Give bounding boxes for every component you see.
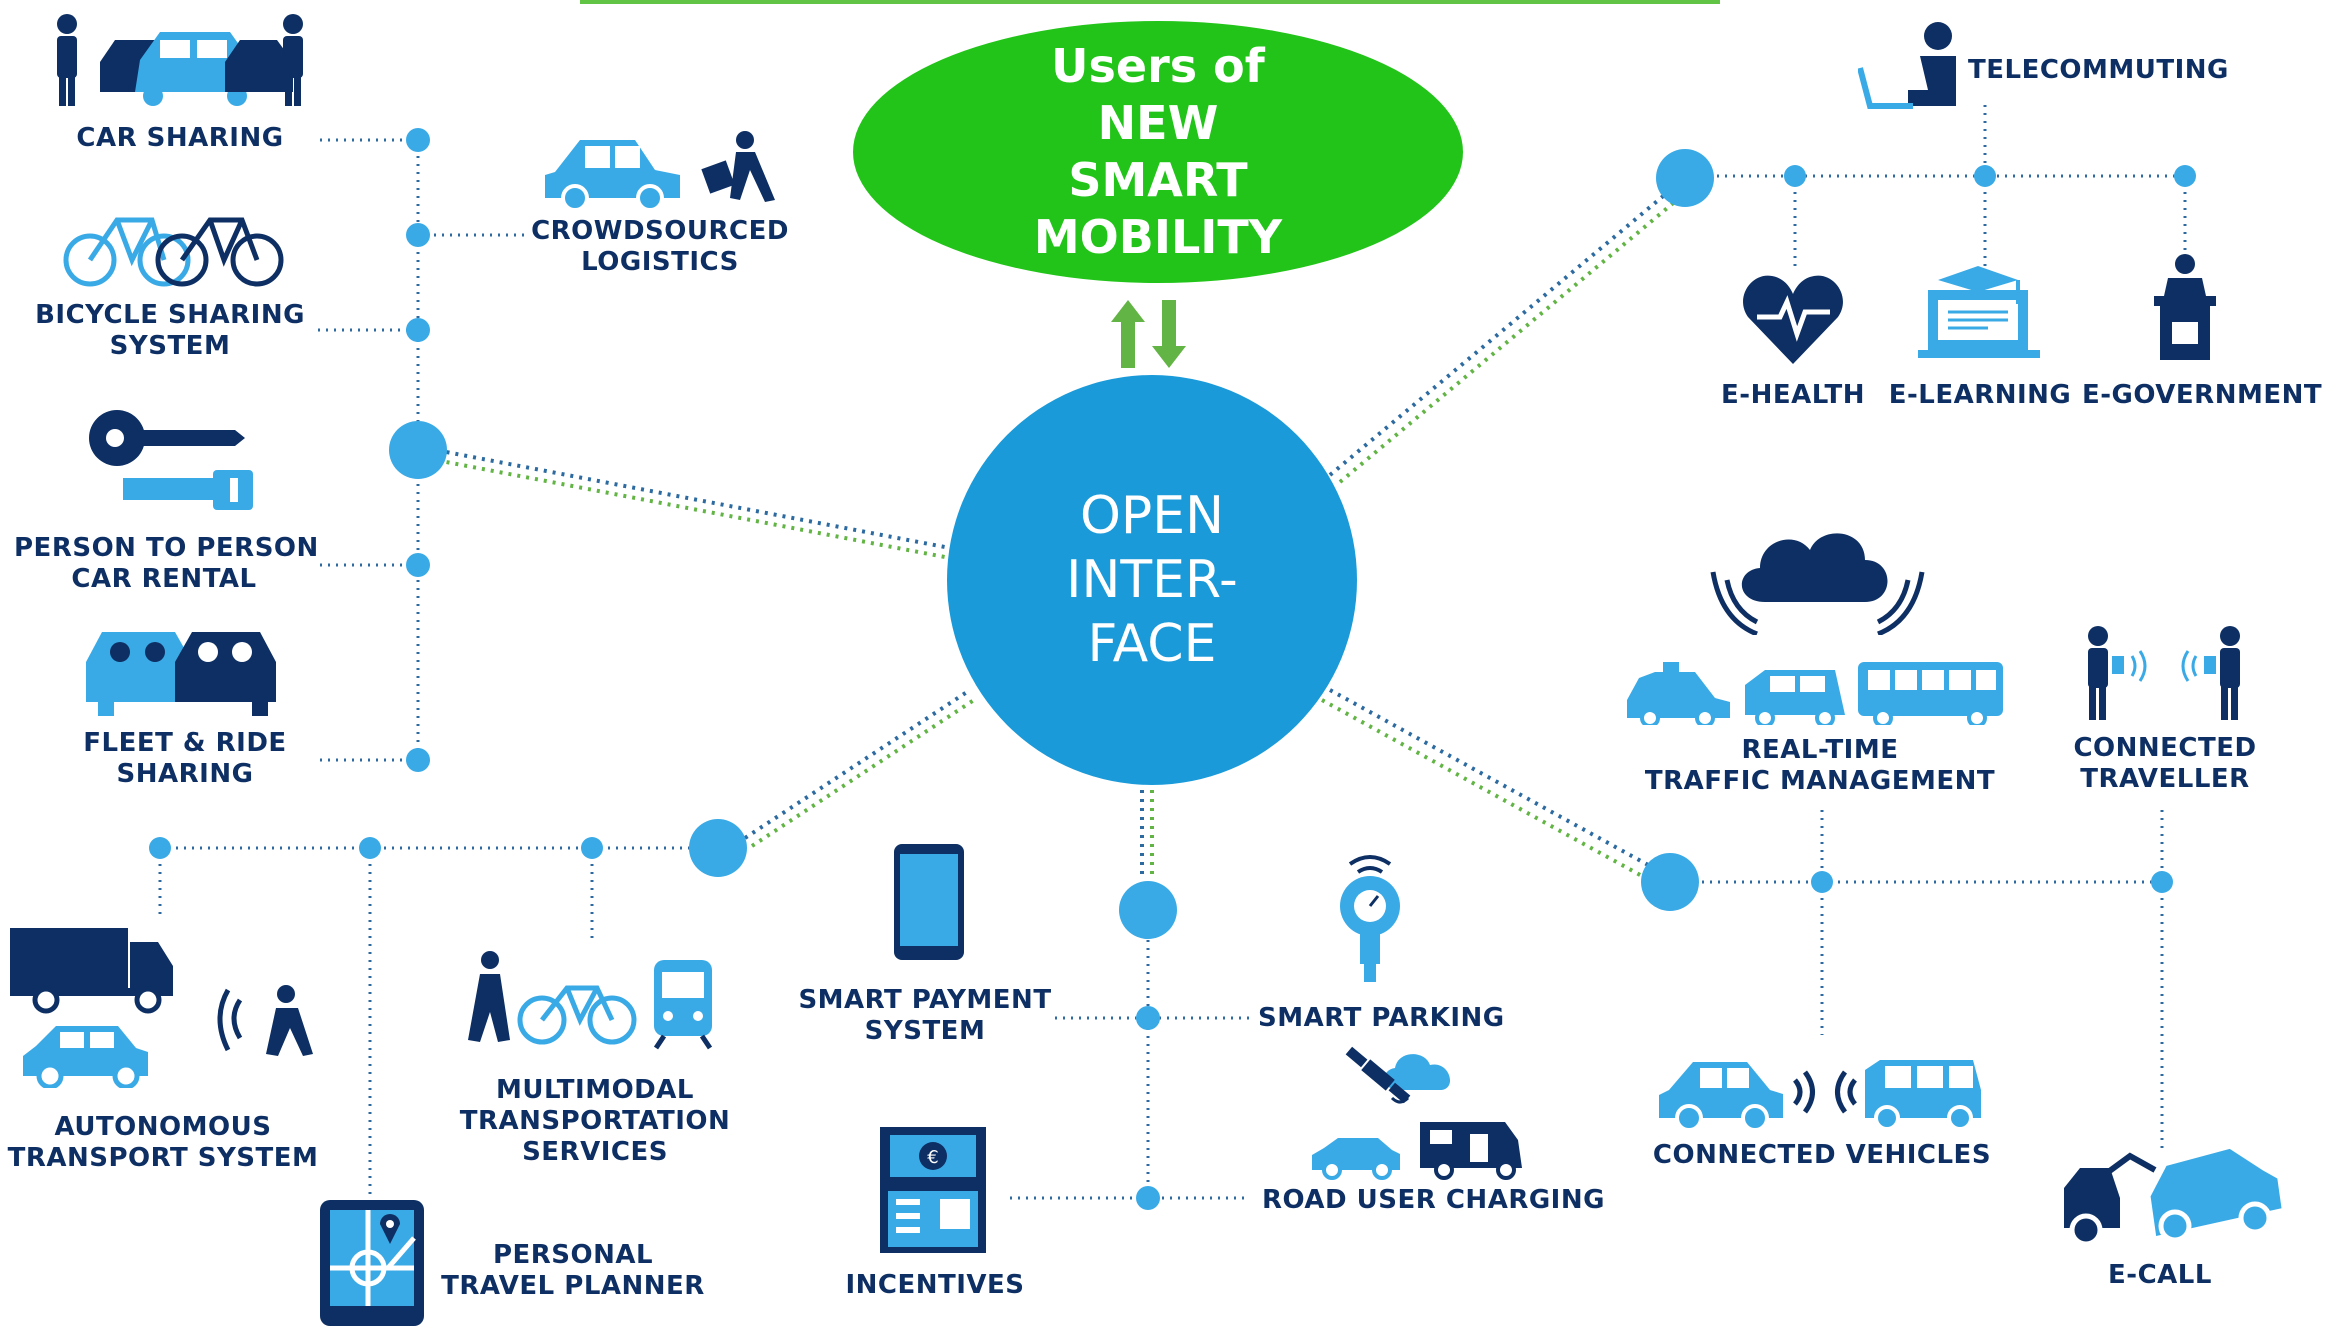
crowdsourced-line-2: LOGISTICS — [581, 247, 739, 277]
hub-line-2: INTER- — [1066, 550, 1238, 610]
road-charging-icon — [1312, 1046, 1522, 1180]
multimodal-line-3: SERVICES — [522, 1137, 668, 1167]
label-p2p-car-rental: PERSON TO PERSON CAR RENTAL — [14, 533, 319, 595]
users-line-2: NEW — [1097, 96, 1219, 150]
bicycle-line-1: BICYCLE SHARING — [35, 300, 305, 330]
top-bar — [580, 0, 1720, 4]
autonomous-transport-icon — [10, 928, 313, 1088]
label-crowdsourced-logistics: CROWDSOURCED LOGISTICS — [530, 216, 790, 278]
traffic-line-2: TRAFFIC MANAGEMENT — [1644, 766, 1996, 796]
telecommuting-icon — [1858, 22, 1956, 109]
e-learning-icon — [1918, 266, 2040, 358]
users-line-3: SMART — [1068, 153, 1248, 207]
e-call-tow-truck-icon — [2064, 1148, 2282, 1247]
connected-traveller-icon — [2088, 626, 2240, 720]
incentives-line-1: INCENTIVES — [845, 1270, 1025, 1300]
e-government-line-1: E-GOVERNMENT — [2082, 380, 2323, 410]
hub-text: OPEN INTER- FACE — [1002, 484, 1302, 676]
connected-vehicles-icon — [1659, 1060, 1981, 1130]
incentives-icon: € — [880, 1127, 986, 1253]
nodes — [149, 128, 2196, 1210]
label-connected-traveller: CONNECTED TRAVELLER — [2050, 733, 2280, 795]
p2p-line-2: CAR RENTAL — [71, 564, 257, 594]
multimodal-icon — [468, 951, 713, 1050]
parking-line-1: SMART PARKING — [1258, 1003, 1505, 1033]
e-call-line-1: E-CALL — [2108, 1260, 2212, 1290]
vehicles-line-1: CONNECTED VEHICLES — [1652, 1140, 1992, 1170]
label-e-government: E-GOVERNMENT — [2082, 380, 2322, 411]
label-multimodal: MULTIMODAL TRANSPORTATION SERVICES — [450, 1075, 740, 1168]
telecommuting-line-1: TELECOMMUTING — [1968, 55, 2229, 85]
hub-line-3: FACE — [1087, 614, 1217, 674]
autonomous-line-1: AUTONOMOUS — [54, 1112, 272, 1142]
traveller-line-1: CONNECTED — [2073, 733, 2257, 763]
planner-line-2: TRAVEL PLANNER — [441, 1271, 705, 1301]
bicycle-sharing-icon — [63, 217, 284, 287]
label-smart-payment: SMART PAYMENT SYSTEM — [795, 985, 1055, 1047]
key-icon — [89, 410, 253, 510]
svg-text:€: € — [927, 1147, 938, 1168]
hub-circle — [947, 375, 1357, 785]
cloud-icon — [1710, 533, 1925, 635]
fleet-ride-icon — [86, 632, 276, 716]
label-car-sharing: CAR SHARING — [60, 123, 300, 154]
label-e-learning: E-LEARNING — [1870, 380, 2090, 411]
label-incentives: INCENTIVES — [830, 1270, 1040, 1301]
double-arrow-icon — [1111, 300, 1186, 368]
fleet-line-1: FLEET & RIDE — [83, 728, 287, 758]
hub-line-1: OPEN — [1079, 486, 1225, 546]
label-road-user-charging: ROAD USER CHARGING — [1262, 1185, 1605, 1216]
autonomous-line-2: TRANSPORT SYSTEM — [7, 1143, 319, 1173]
users-line-4: MOBILITY — [1033, 210, 1283, 264]
payment-line-1: SMART PAYMENT — [798, 985, 1052, 1015]
charging-line-1: ROAD USER CHARGING — [1262, 1185, 1605, 1215]
traveller-line-2: TRAVELLER — [2080, 764, 2250, 794]
traffic-line-1: REAL-TIME — [1741, 735, 1899, 765]
e-learning-line-1: E-LEARNING — [1888, 380, 2072, 410]
label-e-health: E-HEALTH — [1708, 380, 1878, 411]
multimodal-line-2: TRANSPORTATION — [459, 1106, 731, 1136]
smart-payment-phone-icon — [894, 844, 964, 960]
payment-line-2: SYSTEM — [864, 1016, 986, 1046]
crowdsourced-logistics-icon — [545, 131, 775, 210]
crowdsourced-line-1: CROWDSOURCED — [531, 216, 789, 246]
e-health-heart-icon — [1743, 275, 1843, 364]
label-real-time-traffic: REAL-TIME TRAFFIC MANAGEMENT — [1630, 735, 2010, 797]
label-personal-travel-planner: PERSONAL TRAVEL PLANNER — [438, 1240, 708, 1302]
traffic-vehicles-icon — [1627, 662, 2003, 725]
smart-parking-meter-icon — [1340, 855, 1400, 982]
users-ellipse — [853, 21, 1463, 283]
label-autonomous-transport: AUTONOMOUS TRANSPORT SYSTEM — [4, 1112, 322, 1174]
e-health-line-1: E-HEALTH — [1721, 380, 1865, 410]
label-telecommuting: TELECOMMUTING — [1968, 55, 2228, 86]
multimodal-line-1: MULTIMODAL — [496, 1075, 694, 1105]
e-government-podium-icon — [2154, 254, 2216, 360]
travel-planner-tablet-icon — [320, 1200, 424, 1326]
p2p-line-1: PERSON TO PERSON — [14, 533, 319, 563]
planner-line-1: PERSONAL — [492, 1240, 654, 1270]
label-bicycle-sharing: BICYCLE SHARING SYSTEM — [30, 300, 310, 362]
car-sharing-line-1: CAR SHARING — [76, 123, 284, 153]
label-e-call: E-CALL — [2080, 1260, 2240, 1291]
fleet-line-2: SHARING — [116, 759, 254, 789]
label-connected-vehicles: CONNECTED VEHICLES — [1642, 1140, 2002, 1171]
car-sharing-icon — [57, 14, 303, 106]
users-line-1: Users of — [1051, 39, 1265, 93]
users-bubble-text: Users of NEW SMART MOBILITY — [958, 38, 1358, 266]
bicycle-line-2: SYSTEM — [109, 331, 231, 361]
hub-spokes — [419, 180, 1692, 889]
label-smart-parking: SMART PARKING — [1258, 1003, 1508, 1034]
label-fleet-ride-sharing: FLEET & RIDE SHARING — [60, 728, 310, 790]
